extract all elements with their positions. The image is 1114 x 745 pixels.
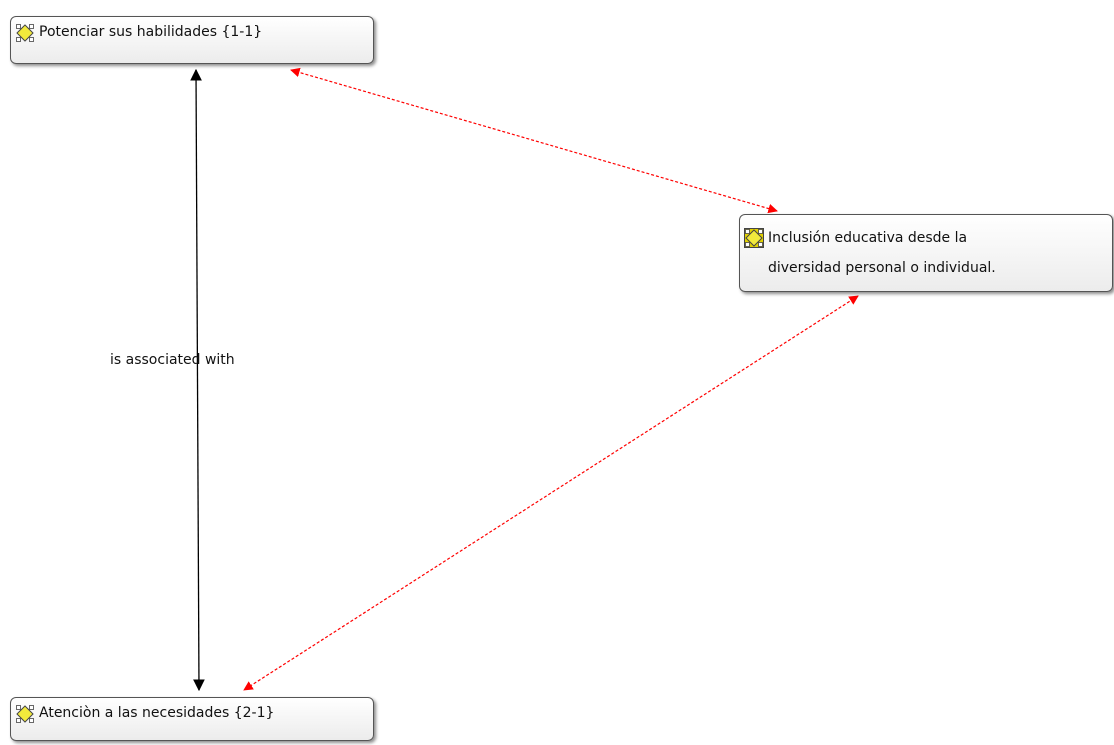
- node-inclusion-educativa[interactable]: Inclusión educativa desde la diversidad …: [739, 214, 1113, 292]
- node-label: Atenciòn a las necesidades {2-1}: [39, 705, 275, 721]
- node-atencion-necesidades[interactable]: Atenciòn a las necesidades {2-1}: [10, 697, 374, 741]
- node-potenciar-habilidades[interactable]: Potenciar sus habilidades {1-1}: [10, 16, 374, 64]
- node-label-line2: diversidad personal o individual.: [768, 260, 996, 276]
- relation-label: is associated with: [110, 352, 235, 368]
- code-diamond-icon: [16, 705, 34, 723]
- node-label: Potenciar sus habilidades {1-1}: [39, 24, 263, 40]
- link-inclusion-atencion[interactable]: [243, 295, 859, 691]
- code-diamond-icon: [16, 24, 34, 42]
- code-family-icon: [744, 228, 764, 248]
- link-potenciar-inclusion[interactable]: [290, 67, 778, 214]
- node-label-line1: Inclusión educativa desde la: [768, 230, 968, 246]
- link-potenciar-atencion[interactable]: [190, 68, 205, 692]
